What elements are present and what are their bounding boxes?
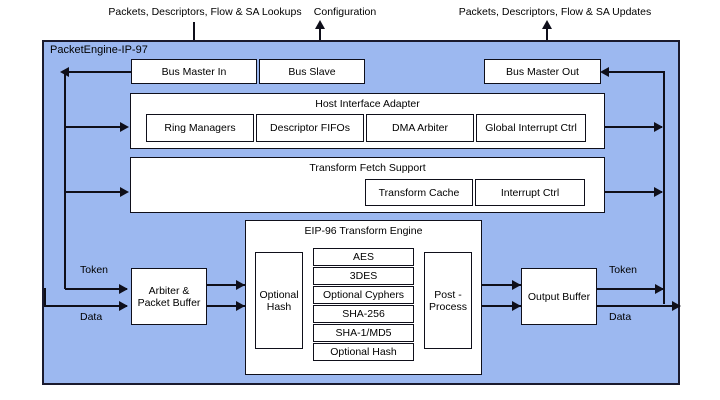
block-bus-slave[interactable]: Bus Slave bbox=[259, 59, 365, 84]
block-bus-master-in-label: Bus Master In bbox=[161, 65, 227, 78]
tfs-to-right-bus-arrowhead bbox=[654, 187, 663, 197]
chip-title: PacketEngine-IP-97 bbox=[50, 44, 148, 56]
input-data-line bbox=[44, 305, 127, 307]
block-arbiter-packet-buffer-label: Arbiter & Packet Buffer bbox=[137, 284, 201, 309]
block-pipeline-optional-cyphers-label: Optional Cyphers bbox=[322, 289, 405, 301]
group-transform-fetch-support-title: Transform Fetch Support bbox=[309, 162, 426, 174]
block-pipeline-aes-label: AES bbox=[352, 251, 374, 263]
output-token-arrowhead bbox=[655, 284, 664, 294]
block-interrupt-ctrl[interactable]: Interrupt Ctrl bbox=[475, 179, 585, 206]
configuration-arrow-head-up bbox=[315, 20, 325, 29]
label-input-data: Data bbox=[80, 311, 103, 323]
block-pipeline-3des-label: 3DES bbox=[349, 270, 378, 282]
hia-to-right-bus-arrowhead bbox=[654, 122, 663, 132]
group-host-interface-adapter-title: Host Interface Adapter bbox=[315, 98, 420, 110]
block-engine-post-process[interactable]: Post - Process bbox=[424, 252, 472, 349]
engine-to-output-data-line bbox=[482, 305, 521, 307]
block-pipeline-optional-cyphers[interactable]: Optional Cyphers bbox=[313, 286, 414, 304]
block-output-buffer-label: Output Buffer bbox=[527, 290, 591, 303]
block-global-interrupt-ctrl-label: Global Interrupt Ctrl bbox=[485, 122, 577, 134]
left-bus-to-tfs-arrowhead bbox=[120, 187, 129, 197]
block-pipeline-aes[interactable]: AES bbox=[313, 248, 414, 266]
bus-master-in-return-line bbox=[68, 71, 132, 73]
bus-master-in-return-arrowhead bbox=[60, 67, 69, 77]
block-output-buffer[interactable]: Output Buffer bbox=[521, 268, 597, 325]
block-arbiter-packet-buffer[interactable]: Arbiter & Packet Buffer bbox=[131, 268, 207, 325]
engine-to-output-token-arrowhead bbox=[512, 280, 521, 290]
bus-master-out-feed-line bbox=[608, 71, 664, 73]
block-descriptor-fifos[interactable]: Descriptor FIFOs bbox=[256, 114, 364, 142]
output-token-line bbox=[597, 288, 663, 290]
block-pipeline-3des[interactable]: 3DES bbox=[313, 267, 414, 285]
input-data-arrowhead bbox=[119, 301, 128, 311]
block-pipeline-sha256-label: SHA-256 bbox=[342, 308, 385, 320]
left-bus-to-hia-line bbox=[65, 126, 122, 128]
bus-master-out-feed-arrowhead bbox=[600, 67, 609, 77]
label-output-data: Data bbox=[609, 311, 632, 323]
block-bus-master-out[interactable]: Bus Master Out bbox=[484, 59, 601, 84]
output-data-arrowhead bbox=[672, 301, 681, 311]
hia-to-right-bus-line bbox=[604, 126, 662, 128]
block-bus-slave-label: Bus Slave bbox=[288, 65, 336, 78]
block-transform-cache[interactable]: Transform Cache bbox=[365, 179, 473, 206]
input-data-riser bbox=[44, 288, 46, 306]
block-global-interrupt-ctrl[interactable]: Global Interrupt Ctrl bbox=[476, 114, 586, 142]
block-bus-master-out-label: Bus Master Out bbox=[506, 65, 579, 78]
updates-arrow-head-up bbox=[542, 20, 552, 29]
block-pipeline-sha1-md5-label: SHA-1/MD5 bbox=[335, 327, 392, 339]
block-descriptor-fifos-label: Descriptor FIFOs bbox=[270, 122, 350, 134]
block-ring-managers[interactable]: Ring Managers bbox=[146, 114, 254, 142]
block-pipeline-optional-hash-label: Optional Hash bbox=[330, 346, 397, 358]
tfs-to-right-bus-line bbox=[604, 191, 662, 193]
caption-left-lookups: Packets, Descriptors, Flow & SA Lookups bbox=[108, 6, 302, 18]
arbiter-to-engine-data-line bbox=[207, 305, 245, 307]
output-data-line bbox=[597, 305, 680, 307]
caption-right-updates: Packets, Descriptors, Flow & SA Updates bbox=[458, 6, 652, 18]
block-engine-input-optional-hash[interactable]: Optional Hash bbox=[255, 252, 303, 349]
arbiter-to-engine-token-arrowhead bbox=[236, 280, 245, 290]
block-transform-cache-label: Transform Cache bbox=[378, 186, 460, 199]
block-engine-post-process-label: Post - Process bbox=[429, 288, 467, 313]
block-ring-managers-label: Ring Managers bbox=[164, 122, 236, 134]
block-pipeline-sha256[interactable]: SHA-256 bbox=[313, 305, 414, 323]
block-pipeline-optional-hash[interactable]: Optional Hash bbox=[313, 343, 414, 361]
block-dma-arbiter-label: DMA Arbiter bbox=[391, 122, 449, 134]
block-engine-input-optional-hash-label: Optional Hash bbox=[259, 288, 299, 313]
arbiter-to-engine-token-line bbox=[207, 284, 245, 286]
engine-to-output-data-arrowhead bbox=[512, 301, 521, 311]
block-bus-master-in[interactable]: Bus Master In bbox=[131, 59, 257, 84]
engine-to-output-token-line bbox=[482, 284, 521, 286]
label-input-token: Token bbox=[80, 264, 109, 276]
block-interrupt-ctrl-label: Interrupt Ctrl bbox=[500, 186, 560, 199]
label-output-token: Token bbox=[609, 264, 638, 276]
block-pipeline-sha1-md5[interactable]: SHA-1/MD5 bbox=[313, 324, 414, 342]
caption-center-configuration: Configuration bbox=[313, 6, 377, 18]
left-bus-to-tfs-line bbox=[65, 191, 122, 193]
right-bus-spine bbox=[663, 71, 665, 304]
input-token-arrowhead bbox=[119, 284, 128, 294]
group-eip96-transform-engine-title: EIP-96 Transform Engine bbox=[304, 225, 423, 237]
arbiter-to-engine-data-arrowhead bbox=[236, 301, 245, 311]
left-bus-spine bbox=[64, 72, 66, 289]
left-bus-to-hia-arrowhead bbox=[120, 122, 129, 132]
block-dma-arbiter[interactable]: DMA Arbiter bbox=[366, 114, 474, 142]
input-token-line bbox=[65, 288, 127, 290]
